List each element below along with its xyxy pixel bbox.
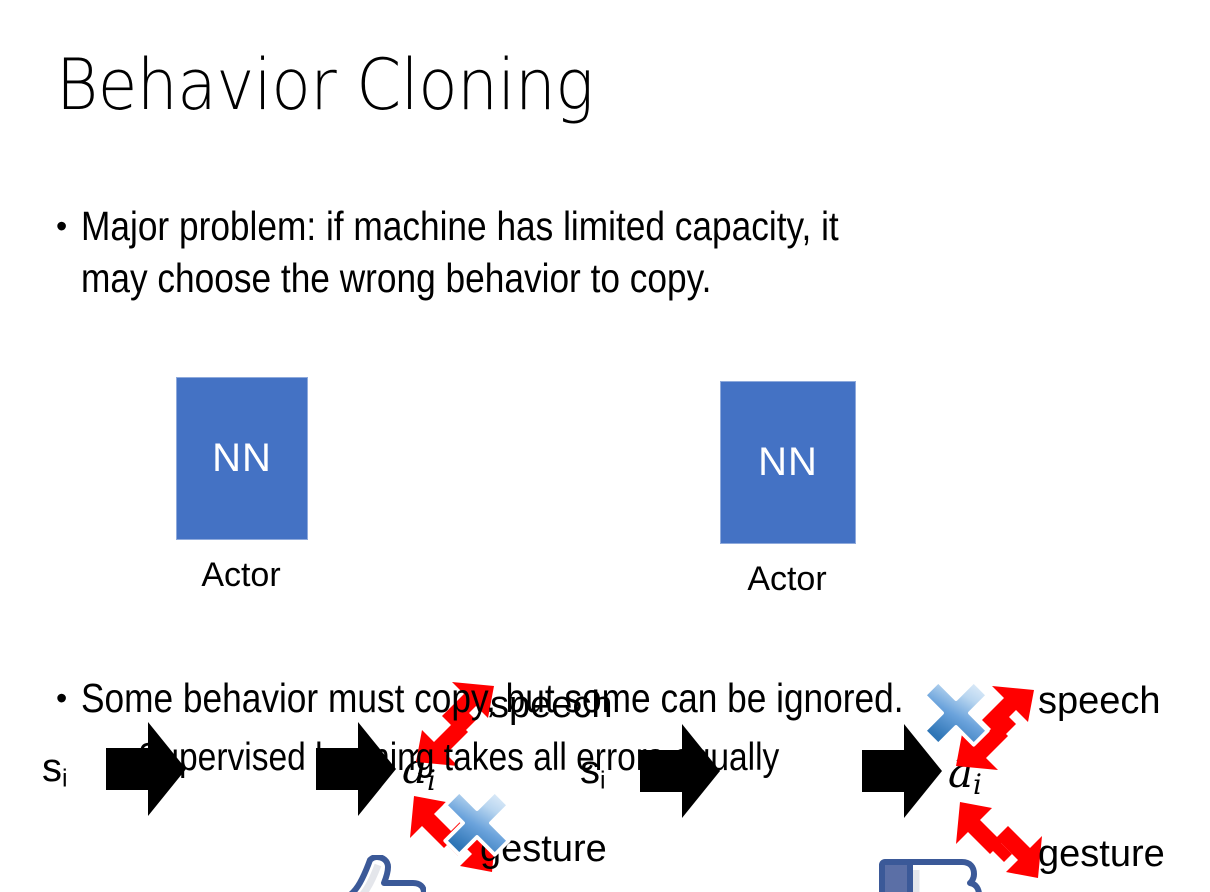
bullet-marker-icon: • <box>114 741 124 772</box>
page-title: Behavior Cloning <box>56 44 594 126</box>
cross-out-icon-gesture-left <box>443 789 511 857</box>
thumbs-down-icon-right <box>879 859 982 892</box>
diagram-right-wrong-copy: si NN Actor âi speech <box>560 330 1165 892</box>
output-action-subscript: i <box>427 763 436 797</box>
cross-out-icon-speech-right <box>922 679 990 747</box>
bullet-marker-icon: • <box>56 680 68 716</box>
nn-box-left: NN <box>176 377 308 540</box>
nn-box-label: NN <box>758 440 818 484</box>
input-block-arrow-icon-right <box>640 724 720 818</box>
nn-box-right: NN <box>720 381 856 544</box>
branch-arrow-gesture-right <box>956 802 1042 878</box>
input-block-arrow-icon-left <box>106 722 186 816</box>
branch-arrow-speech-right <box>956 686 1034 770</box>
branch-label-gesture-right: gesture <box>1038 833 1165 875</box>
nn-box-label: NN <box>212 436 272 480</box>
input-state-subscript: i <box>600 767 606 795</box>
bullet-major-problem: • Major problem: if machine has limited … <box>56 200 1176 305</box>
output-block-arrow-icon-left <box>316 722 396 816</box>
bullet-marker-icon: • <box>56 208 68 244</box>
branch-arrow-speech-left <box>416 682 494 766</box>
thumbs-up-icon-left <box>348 855 426 892</box>
branch-label-speech-right: speech <box>1038 680 1161 722</box>
bullet-major-problem-text: Major problem: if machine has limited ca… <box>81 203 839 302</box>
input-state-label-right: si <box>580 750 606 794</box>
bullet-some-behavior-text: Some behavior must copy, but some can be… <box>81 675 904 721</box>
input-state-subscript: i <box>62 765 68 793</box>
bullet-supervised-learning-text: Supervised learning takes all errors equ… <box>137 736 780 779</box>
bullet-some-behavior: • Some behavior must copy, but some can … <box>56 672 1176 724</box>
input-state-symbol: s <box>580 748 600 792</box>
branch-label-speech-left: speech <box>490 684 613 726</box>
bullet-supervised-learning: • Supervised learning takes all errors e… <box>114 733 1174 783</box>
output-block-arrow-icon-right <box>862 724 942 818</box>
actor-caption-left: Actor <box>201 556 281 594</box>
input-state-symbol: s <box>42 746 62 790</box>
input-state-label-left: si <box>42 748 68 792</box>
diagram-left-correct-copy: si NN Actor âi speech <box>10 330 613 892</box>
output-action-subscript: i <box>973 767 982 801</box>
actor-caption-right: Actor <box>747 560 827 598</box>
